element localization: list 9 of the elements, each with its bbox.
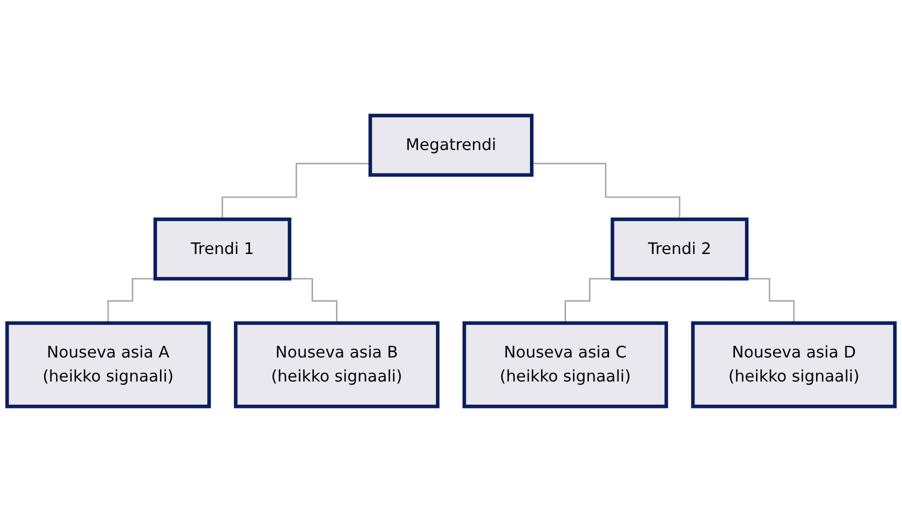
node-box: Trendi 1 [153, 218, 292, 281]
node-box: Nouseva asia C (heikko signaali) [462, 321, 668, 408]
node-box: Nouseva asia D (heikko signaali) [691, 321, 897, 408]
node-box: Trendi 2 [610, 218, 749, 281]
node-box: Nouseva asia A (heikko signaali) [5, 321, 211, 408]
node-box: Nouseva asia B (heikko signaali) [234, 321, 440, 408]
connector [532, 162, 680, 220]
connector [222, 162, 370, 220]
node-box: Megatrendi [368, 114, 534, 177]
